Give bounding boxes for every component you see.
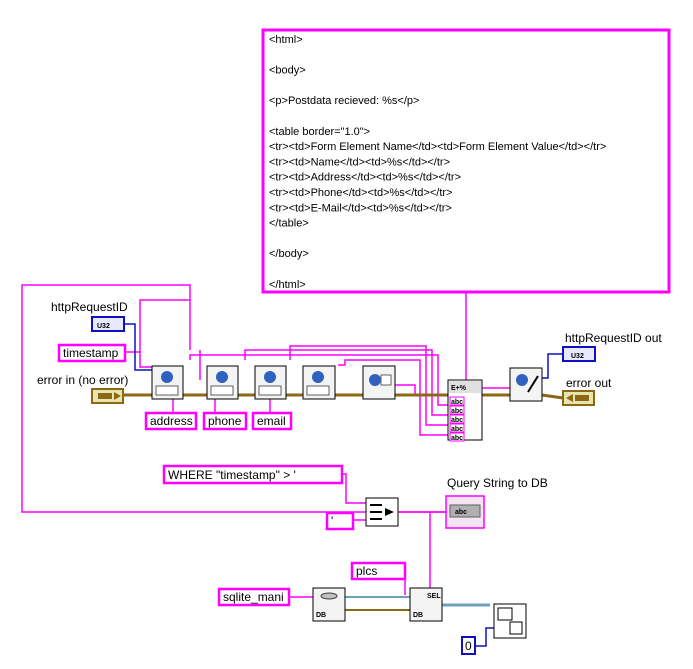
http-request-id-out-label: httpRequestID out [565, 331, 662, 345]
read-form-node-3[interactable] [254, 365, 287, 400]
template-line: <body> [269, 65, 306, 77]
format-input-label: abc [451, 435, 463, 442]
select-glyph: SEL [427, 593, 441, 600]
string-wire-out-3 [289, 345, 450, 426]
read-form-node-4[interactable] [302, 365, 336, 400]
template-lines: <html> <body> <p>Postdata recieved: %s</p>… [269, 34, 606, 291]
zero-text: 0 [465, 639, 472, 653]
format-input-label: abc [451, 408, 463, 415]
pencil-icon [527, 375, 539, 393]
sqlite-constant[interactable]: sqlite_mani [217, 587, 291, 607]
error-out-indicator[interactable] [562, 390, 595, 406]
template-line: </html> [269, 279, 306, 291]
format-into-string-node[interactable]: E+% abc abc abc abc abc [447, 379, 483, 442]
http-request-id-control[interactable]: U32 [91, 316, 125, 332]
concatenate-strings-node[interactable] [365, 497, 399, 527]
format-input-label: abc [451, 399, 463, 406]
template-line: <tr><td>Address</td><td>%s</td></tr> [269, 172, 461, 184]
format-input-terminal[interactable] [449, 396, 465, 406]
error-wire-out [482, 393, 564, 400]
db-select-node[interactable]: SEL DB [409, 587, 443, 622]
sqlite-text: sqlite_mani [223, 590, 284, 604]
format-input-label: abc [451, 417, 463, 424]
read-form-node-2[interactable] [206, 365, 239, 400]
read-form-node-1[interactable] [151, 365, 184, 400]
format-input-terminal[interactable] [449, 432, 465, 442]
string-wire-loop [21, 284, 445, 513]
format-input-terminal[interactable] [449, 414, 465, 424]
wires [21, 284, 564, 647]
read-postdata-node[interactable] [362, 365, 396, 400]
template-line: </table> [269, 218, 309, 230]
address-constant[interactable]: address [144, 411, 198, 431]
timestamp-constant[interactable]: timestamp [57, 343, 127, 363]
format-inputs: abc abc abc abc abc [449, 396, 465, 442]
address-text: address [150, 414, 193, 428]
error-out-label: error out [566, 376, 612, 390]
db-open-glyph: DB [316, 612, 326, 619]
template-line: <html> [269, 34, 303, 46]
plcs-constant[interactable]: plcs [350, 561, 407, 581]
string-wire-out-2 [244, 349, 450, 416]
globe-icon [264, 371, 276, 383]
template-line: <tr><td>Phone</td><td>%s</td></tr> [269, 187, 452, 199]
db-select-glyph: DB [413, 612, 423, 619]
query-string-indicator[interactable]: abc [445, 495, 485, 529]
globe-icon [516, 374, 528, 386]
globe-icon [161, 371, 173, 383]
string-wire-out-4 [338, 359, 450, 436]
html-template-constant[interactable]: <html> <body> <p>Postdata recieved: %s</p>… [261, 28, 671, 294]
format-input-terminal[interactable] [449, 405, 465, 415]
db-open-node[interactable]: DB [312, 587, 346, 622]
template-line: <tr><td>Name</td><td>%s</td></tr> [269, 156, 450, 168]
timestamp-text: timestamp [63, 346, 119, 360]
phone-text: phone [208, 414, 242, 428]
template-line: <table border="1.0"> [269, 126, 370, 138]
numeric-wire-zero [475, 627, 494, 647]
query-string-label: Query String to DB [447, 476, 548, 490]
globe-icon [312, 371, 324, 383]
error-in-label: error in (no error) [37, 373, 128, 387]
string-wire-where [342, 473, 366, 504]
phone-constant[interactable]: phone [202, 411, 248, 431]
numeric-wire-request-id-out [540, 353, 563, 379]
http-request-id-label: httpRequestID [51, 300, 128, 314]
where-clause-text: WHERE "timestamp" > ' [168, 468, 296, 482]
http-responder-node[interactable] [509, 367, 543, 402]
numeric-wire-request-id [124, 323, 152, 371]
where-clause-constant[interactable]: WHERE "timestamp" > ' [162, 464, 344, 485]
string-wire-timestamp-branch [139, 299, 190, 352]
globe-icon [216, 371, 228, 383]
format-glyph: E+% [451, 385, 467, 392]
error-in-control[interactable] [91, 388, 124, 404]
template-line: </body> [269, 248, 309, 260]
string-wire-timestamp [125, 351, 152, 368]
zero-constant[interactable]: 0 [461, 636, 476, 655]
template-line: <tr><td>Form Element Name</td><td>Form E… [269, 141, 606, 153]
index-array-node[interactable] [493, 603, 527, 639]
string-wire-out-1 [189, 354, 450, 406]
abc-indicator-text: abc [455, 509, 467, 516]
format-input-label: abc [451, 426, 463, 433]
template-line: <tr><td>E-Mail</td><td>%s</td></tr> [269, 202, 452, 214]
quote-text: ' [331, 514, 333, 528]
plcs-text: plcs [356, 564, 377, 578]
quote-constant[interactable]: ' [325, 511, 355, 531]
globe-icon [369, 374, 381, 386]
email-constant[interactable]: email [251, 411, 293, 431]
http-request-id-out-indicator[interactable]: U32 [562, 346, 596, 362]
email-text: email [257, 414, 286, 428]
u32-in-text: U32 [97, 323, 110, 330]
template-line: <p>Postdata recieved: %s</p> [269, 95, 419, 107]
u32-out-text: U32 [571, 353, 584, 360]
format-input-terminal[interactable] [449, 423, 465, 433]
